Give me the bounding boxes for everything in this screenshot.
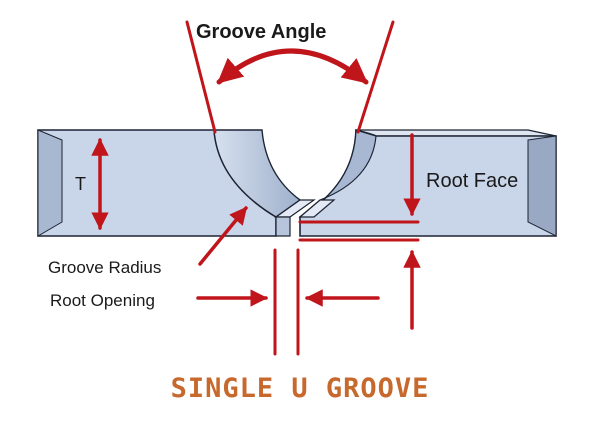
left-root-face [275,216,291,237]
diagram-title: SINGLE U GROOVE [171,373,430,404]
groove-angle-arc [216,48,369,85]
left-plate-end-bevel [37,129,63,237]
right-plate [298,128,557,237]
groove-angle-label: Groove Angle [196,21,326,43]
groove-radius-label: Groove Radius [48,258,161,277]
groove-radius-arrow [198,206,248,266]
groove-angle-line-right [356,20,395,134]
root-face-label: Root Face [426,170,518,192]
root-opening-label: Root Opening [50,291,155,310]
annotations [91,20,421,356]
groove-angle-line-left [185,20,217,134]
right-plate-end-bevel [527,135,557,237]
right-plate-top [355,129,557,137]
thickness-label: T [75,174,86,194]
right-root-land [298,199,336,218]
